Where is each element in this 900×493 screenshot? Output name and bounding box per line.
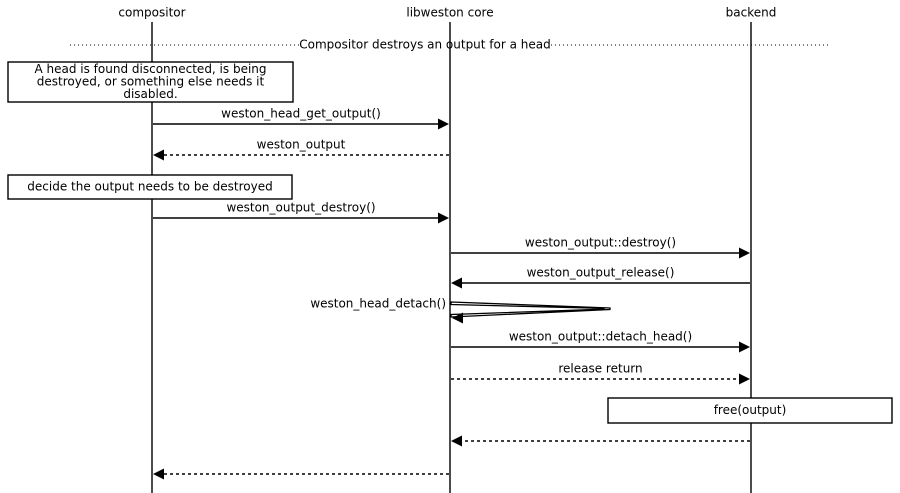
arrowhead-icon	[153, 149, 164, 161]
message-msg-backend-return	[451, 435, 750, 447]
actor-headers: compositor libweston core backend	[118, 6, 776, 20]
message-label: weston_output_release()	[527, 266, 675, 280]
divider-title: Compositor destroys an output for a head	[299, 38, 551, 52]
note-note-head-disconnected: A head is found disconnected, is beingde…	[7, 61, 294, 103]
arrowhead-icon	[438, 118, 449, 130]
actor-label-backend: backend	[726, 6, 777, 20]
self-call-loop	[450, 301, 611, 318]
message-msg-weston-output-destroy: weston_output_destroy()	[153, 201, 449, 224]
message-label: weston_output_destroy()	[226, 201, 375, 215]
message-label: weston_output::detach_head()	[509, 330, 692, 344]
message-msg-weston-head-get-output: weston_head_get_output()	[153, 107, 449, 130]
section-divider: Compositor destroys an output for a head	[70, 38, 830, 52]
message-msg-core-return	[153, 468, 449, 480]
note-note-decide-destroy: decide the output needs to be destroyed	[7, 174, 293, 200]
note-line: decide the output needs to be destroyed	[27, 180, 272, 194]
message-label: weston_head_get_output()	[221, 107, 381, 121]
message-msg-weston-output-destroy-cb: weston_output::destroy()	[451, 236, 750, 259]
note-line: destroyed, or something else needs it	[37, 75, 265, 89]
message-msg-release-return: release return	[451, 362, 750, 385]
actor-label-libweston-core: libweston core	[406, 6, 493, 20]
message-label: weston_output::destroy()	[525, 236, 676, 250]
message-msg-weston-output-detach-head: weston_output::detach_head()	[451, 330, 750, 353]
actor-label-compositor: compositor	[118, 6, 185, 20]
arrowhead-icon	[451, 277, 462, 289]
arrowhead-icon	[153, 468, 164, 480]
arrowhead-icon	[739, 373, 750, 385]
note-note-free-output: free(output)	[607, 397, 893, 424]
note-box	[607, 397, 893, 424]
message-msg-weston-head-detach: weston_head_detach()	[310, 297, 611, 324]
note-line: disabled.	[123, 87, 177, 101]
note-line: A head is found disconnected, is being	[34, 62, 266, 76]
arrowhead-icon	[452, 312, 463, 324]
message-label: release return	[558, 362, 642, 376]
arrowhead-icon	[451, 435, 462, 447]
message-msg-weston-output-return: weston_output	[153, 138, 449, 161]
message-label: weston_output	[257, 138, 346, 152]
messages-group: weston_head_get_output() weston_outputwes…	[153, 107, 750, 480]
note-box	[7, 61, 294, 103]
message-msg-weston-output-release: weston_output_release()	[451, 266, 750, 289]
arrowhead-icon	[438, 212, 449, 224]
note-line: free(output)	[714, 403, 787, 417]
arrowhead-icon	[739, 341, 750, 353]
message-label: weston_head_detach()	[310, 297, 446, 311]
notes-group: A head is found disconnected, is beingde…	[7, 61, 893, 424]
note-box	[7, 174, 293, 200]
arrowhead-icon	[739, 247, 750, 259]
